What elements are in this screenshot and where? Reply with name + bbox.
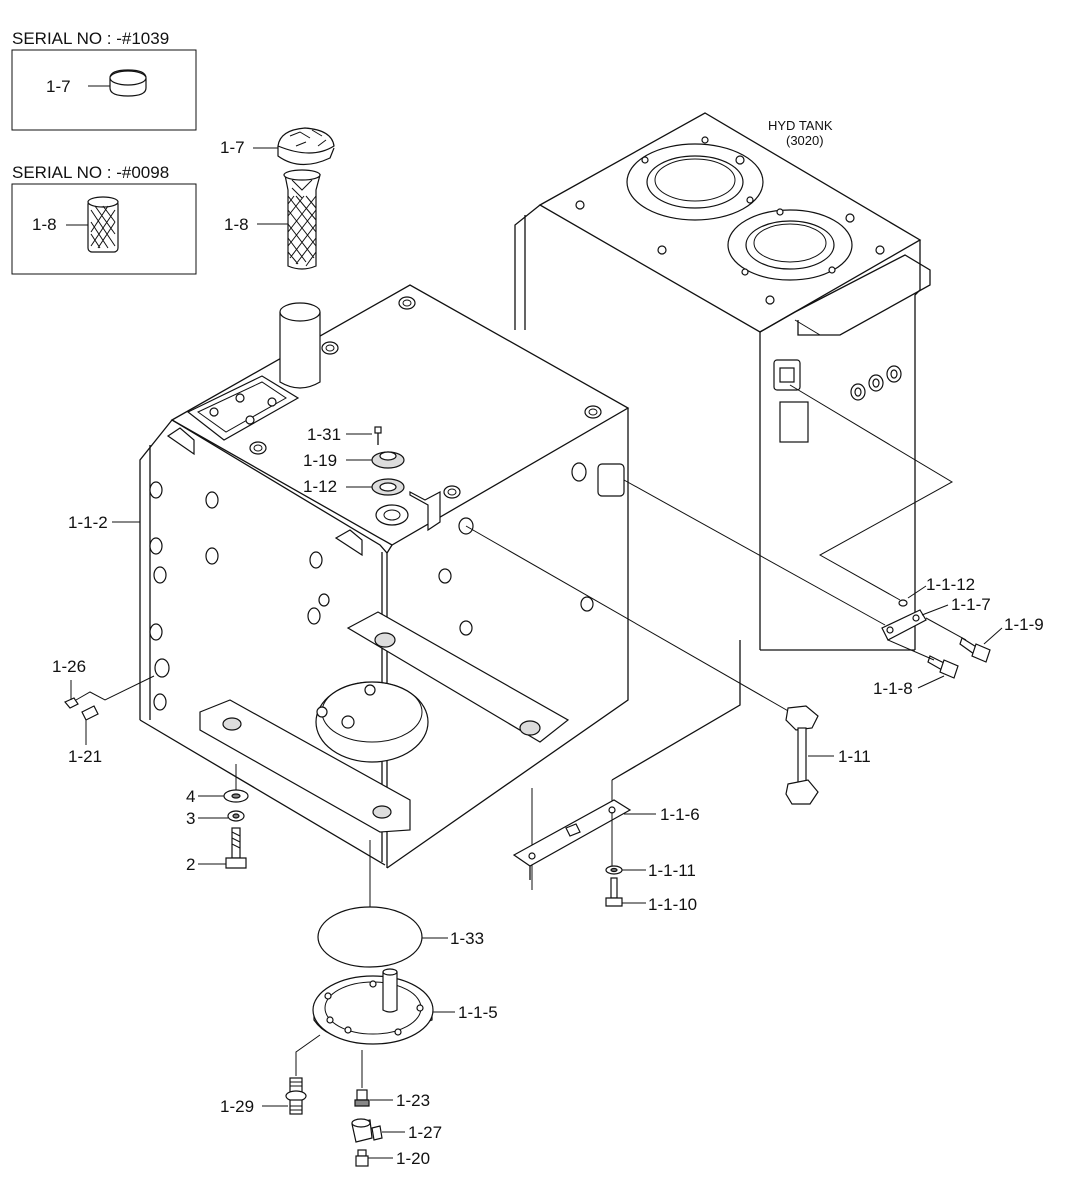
bolt-1-1-8-icon: [927, 655, 959, 679]
label-1-11: 1-11: [838, 747, 871, 766]
label-1-1-6: 1-1-6: [660, 805, 700, 824]
label-1-23: 1-23: [396, 1091, 430, 1110]
serial-box-1: [11, 49, 197, 131]
bracket-1-1-6-icon: [512, 799, 632, 880]
level-gauge-rod-icon: [785, 705, 819, 805]
label-1-8: 1-8: [224, 215, 249, 234]
bolt-1-1-9-icon: [959, 637, 991, 663]
cover-plate-1-1-5-icon: [312, 968, 434, 1045]
label-1-26: 1-26: [52, 657, 86, 676]
label-1-29: 1-29: [220, 1097, 254, 1116]
label-3: 3: [186, 809, 195, 828]
label-1-1-10: 1-1-10: [648, 895, 697, 914]
washer-3-icon: [227, 810, 245, 822]
valve-1-27-icon: [351, 1118, 383, 1143]
washer-1-1-11-icon: [605, 865, 623, 875]
strainer-icon: [283, 169, 321, 270]
sender-1-19-icon: [371, 451, 405, 469]
washer-4-icon: [223, 789, 249, 803]
label-1-1-7: 1-1-7: [951, 595, 991, 614]
plate-1-1-7-icon: [881, 609, 927, 641]
label-1-7: 1-7: [220, 138, 245, 157]
cap-old-icon: [109, 69, 147, 97]
label-1-1-11: 1-1-11: [648, 861, 696, 880]
label-2: 2: [186, 855, 195, 874]
label-1-27: 1-27: [408, 1123, 442, 1142]
label-1-1-5: 1-1-5: [458, 1003, 498, 1022]
label-1-1-8: 1-1-8: [873, 679, 913, 698]
strainer-old-icon: [87, 196, 119, 253]
bolt-1-1-10-icon: [605, 877, 623, 907]
hyd-tank-label: HYD TANK: [768, 118, 833, 133]
filler-cap-icon: [277, 127, 335, 166]
label-1-1-12: 1-1-12: [926, 575, 975, 594]
label-1-19: 1-19: [303, 451, 337, 470]
hyd-tank-number: (3020): [786, 133, 824, 148]
bolt-2-icon: [225, 827, 247, 869]
label-1-12: 1-12: [303, 477, 337, 496]
fitting-1-21-icon: [81, 705, 99, 721]
serial-box-2-label: 1-8: [32, 215, 57, 234]
label-1-1-2: 1-1-2: [68, 513, 108, 532]
cap-1-20-icon: [355, 1149, 369, 1167]
label-1-1-9: 1-1-9: [1004, 615, 1044, 634]
label-1-20: 1-20: [396, 1149, 430, 1168]
serial-box-2: [11, 183, 197, 275]
gasket-1-33-icon: [317, 906, 423, 968]
pin-1-1-12-icon: [898, 599, 908, 607]
label-1-33: 1-33: [450, 929, 484, 948]
serial-heading-2: SERIAL NO : -#0098: [12, 163, 169, 182]
nipple-1-23-icon: [354, 1089, 370, 1107]
screw-1-31-icon: [374, 426, 382, 445]
label-1-21: 1-21: [68, 747, 102, 766]
serial-box-1-label: 1-7: [46, 77, 71, 96]
hose-fitting-1-29-icon: [285, 1077, 307, 1115]
hyd-tank-3020: HYD TANK (3020): [514, 112, 931, 651]
fuel-tank: [139, 284, 741, 890]
gasket-1-12-icon: [371, 478, 405, 496]
serial-heading-1: SERIAL NO : -#1039: [12, 29, 169, 48]
label-1-31: 1-31: [307, 425, 341, 444]
label-4: 4: [186, 787, 195, 806]
